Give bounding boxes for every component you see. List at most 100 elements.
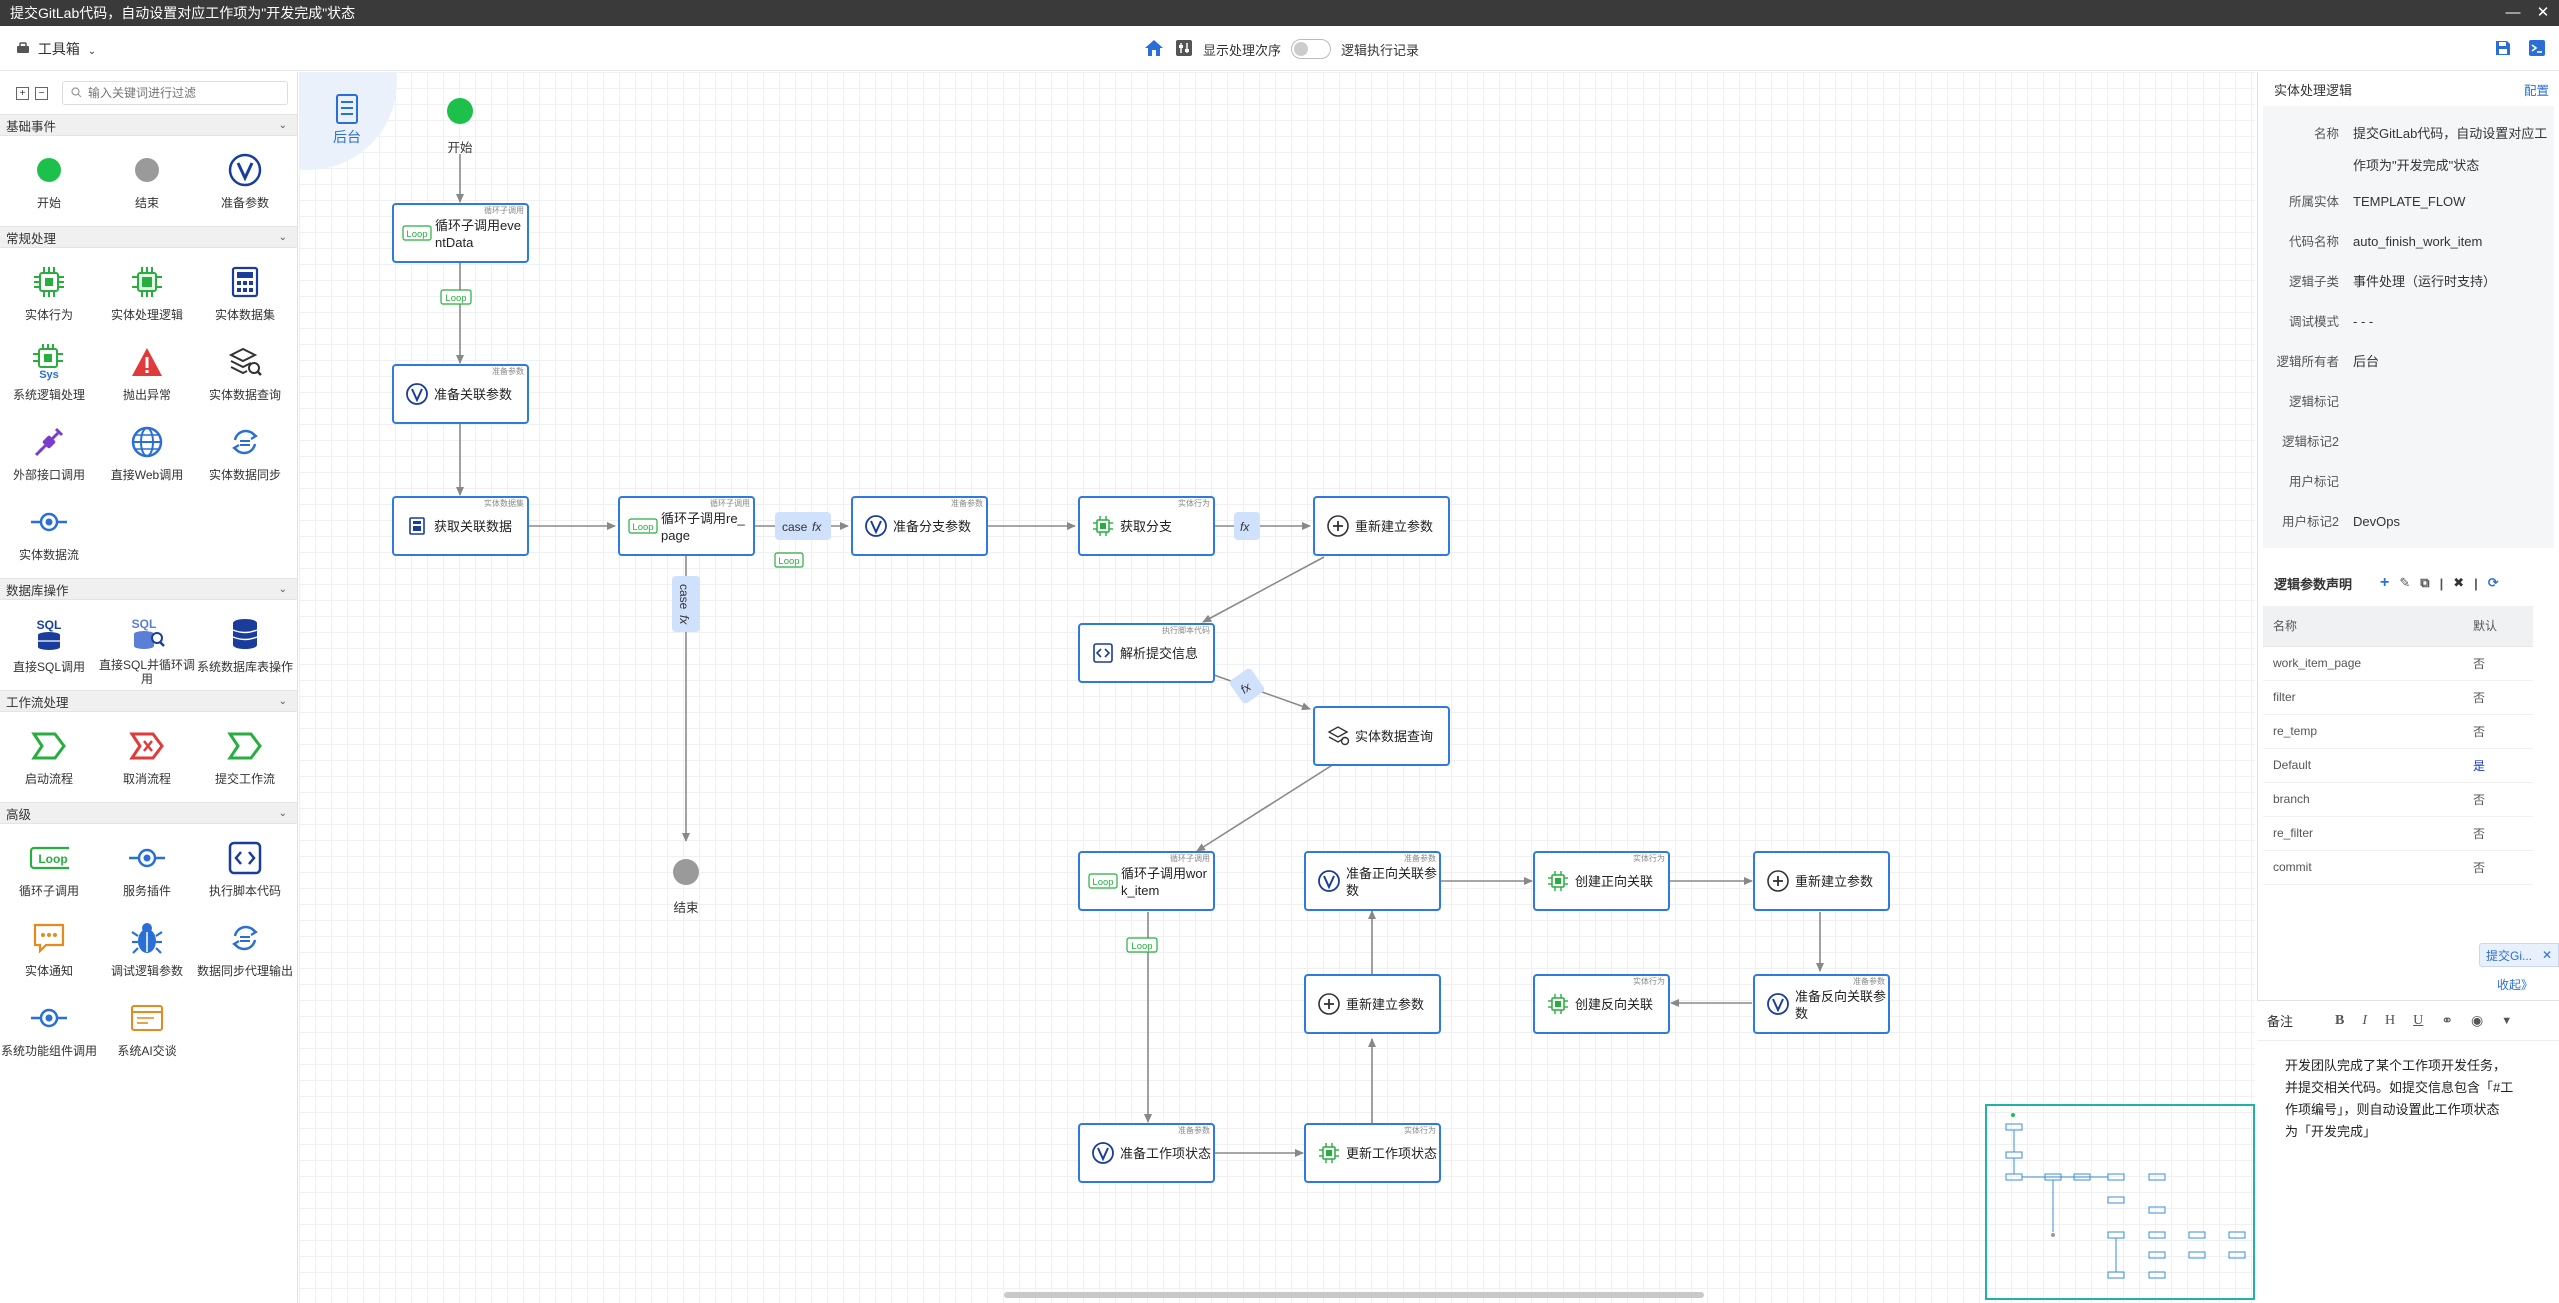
delete-icon[interactable]: ✖	[2453, 575, 2465, 590]
section-header-advanced[interactable]: 高级⌄	[0, 802, 297, 824]
tool-sys-db-table[interactable]: 系统数据库表操作	[196, 606, 294, 686]
bold-icon[interactable]: B	[2335, 1012, 2345, 1028]
loop-badge[interactable]: Loop	[1126, 937, 1158, 953]
prop-value[interactable]	[2353, 382, 2554, 422]
sliders-icon[interactable]	[1175, 39, 1193, 60]
terminal-icon[interactable]	[2527, 38, 2547, 58]
tool-entity-sync[interactable]: 实体数据同步	[196, 414, 294, 494]
loop-badge[interactable]: Loop	[440, 289, 472, 305]
tool-sync-proxy[interactable]: 数据同步代理输出	[196, 910, 294, 990]
exec-log-link[interactable]: 逻辑执行记录	[1341, 42, 1420, 58]
fx-badge[interactable]: fx	[1234, 512, 1260, 540]
home-icon[interactable]	[1143, 38, 1165, 61]
section-header-workflow[interactable]: 工作流处理⌄	[0, 690, 297, 712]
tool-external-api[interactable]: 外部接口调用	[0, 414, 98, 494]
tool-start[interactable]: 开始	[0, 142, 98, 222]
tool-exec-script[interactable]: 执行脚本代码	[196, 830, 294, 910]
chevron-down-icon[interactable]: ▼	[2501, 1014, 2513, 1027]
prop-value[interactable]: 后台	[2353, 354, 2380, 369]
backend-badge[interactable]: 后台	[327, 94, 367, 147]
tool-direct-sql[interactable]: SQL 直接SQL调用	[0, 606, 98, 686]
tool-service-plugin[interactable]: 服务插件	[98, 830, 196, 910]
section-header-general[interactable]: 常规处理⌄	[0, 226, 297, 248]
tool-prepare-param[interactable]: 准备参数	[196, 142, 294, 222]
flow-canvas[interactable]: 后台	[299, 72, 2255, 1303]
tool-entity-query[interactable]: 实体数据查询	[196, 334, 294, 414]
flow-node-n9[interactable]: 实体数据查询	[1313, 706, 1450, 766]
tool-debug-param[interactable]: 调试逻辑参数	[98, 910, 196, 990]
underline-icon[interactable]: U	[2413, 1012, 2424, 1028]
close-icon[interactable]: ✕	[2542, 948, 2553, 962]
canvas-scrollbar[interactable]	[1004, 1292, 1704, 1298]
case-fx-badge-vertical[interactable]: case fx	[672, 576, 700, 632]
tool-sys-logic[interactable]: Sys 系统逻辑处理	[0, 334, 98, 414]
tool-sys-component[interactable]: 系统功能组件调用	[0, 990, 98, 1070]
expand-all-button[interactable]: +	[16, 86, 29, 100]
tool-entity-dataset[interactable]: 实体数据集	[196, 254, 294, 334]
copy-icon[interactable]: ⧉	[2420, 575, 2430, 590]
start-node[interactable]: 开始	[447, 98, 473, 155]
search-input[interactable]	[88, 86, 278, 100]
tool-throw-exception[interactable]: 抛出异常	[98, 334, 196, 414]
eye-icon[interactable]: ◉	[2471, 1012, 2484, 1028]
config-link[interactable]: 配置	[2523, 83, 2549, 98]
tool-entity-action[interactable]: 实体行为	[0, 254, 98, 334]
tool-direct-web[interactable]: 直接Web调用	[98, 414, 196, 494]
collapse-all-button[interactable]: −	[35, 86, 48, 100]
add-icon[interactable]: +	[2380, 574, 2390, 591]
tool-entity-notify[interactable]: 实体通知	[0, 910, 98, 990]
toolbox-button[interactable]: 工具箱 ⌄	[16, 39, 96, 59]
prop-value[interactable]: DevOps	[2353, 514, 2400, 529]
prop-value[interactable]: 事件处理（运行时支持）	[2353, 274, 2497, 289]
end-node[interactable]: 结束	[673, 859, 699, 915]
collapse-link[interactable]: 收起》	[2497, 978, 2534, 992]
tool-entity-dataflow[interactable]: 实体数据流	[0, 494, 98, 574]
prop-value[interactable]	[2353, 422, 2554, 462]
tool-cancel-flow[interactable]: 取消流程	[98, 718, 196, 798]
tool-start-flow[interactable]: 启动流程	[0, 718, 98, 798]
tool-end[interactable]: 结束	[98, 142, 196, 222]
notes-body[interactable]: 开发团队完成了某个工作项开发任务， 并提交相关代码。如提交信息包含「#工 作项编…	[2257, 1041, 2559, 1143]
link-icon[interactable]: ⚭	[2441, 1012, 2454, 1028]
flow-node-n14[interactable]: 重新建立参数	[1753, 851, 1890, 911]
tool-direct-sql-loop[interactable]: SQL 直接SQL并循环调用	[98, 606, 196, 686]
refresh-icon[interactable]: ⟳	[2487, 575, 2499, 590]
flow-node-n7[interactable]: 重新建立参数	[1313, 496, 1450, 556]
edit-icon[interactable]: ✎	[2399, 575, 2411, 590]
italic-icon[interactable]: I	[2362, 1012, 2368, 1028]
tool-submit-flow[interactable]: 提交工作流	[196, 718, 294, 798]
tool-sys-ai-chat[interactable]: 系统AI交谈	[98, 990, 196, 1070]
minimap[interactable]	[1985, 1104, 2255, 1300]
minimize-button[interactable]: —	[2505, 4, 2521, 21]
section-header-database[interactable]: 数据库操作⌄	[0, 578, 297, 600]
prop-value[interactable]: - - -	[2353, 314, 2374, 329]
heading-icon[interactable]: H	[2385, 1012, 2396, 1028]
prop-value[interactable]: auto_finish_work_item	[2353, 234, 2483, 249]
prop-value[interactable]: TEMPLATE_FLOW	[2353, 194, 2466, 209]
tool-loop-call[interactable]: Loop 循环子调用	[0, 830, 98, 910]
case-fx-badge[interactable]: case fx	[775, 512, 831, 540]
fx-badge[interactable]: fx	[1228, 667, 1265, 705]
prop-value[interactable]: 提交GitLab代码，自动设置对应工作项为"开发完成"状态	[2353, 126, 2548, 173]
save-icon[interactable]	[2493, 38, 2513, 58]
close-button[interactable]: ✕	[2536, 4, 2550, 21]
